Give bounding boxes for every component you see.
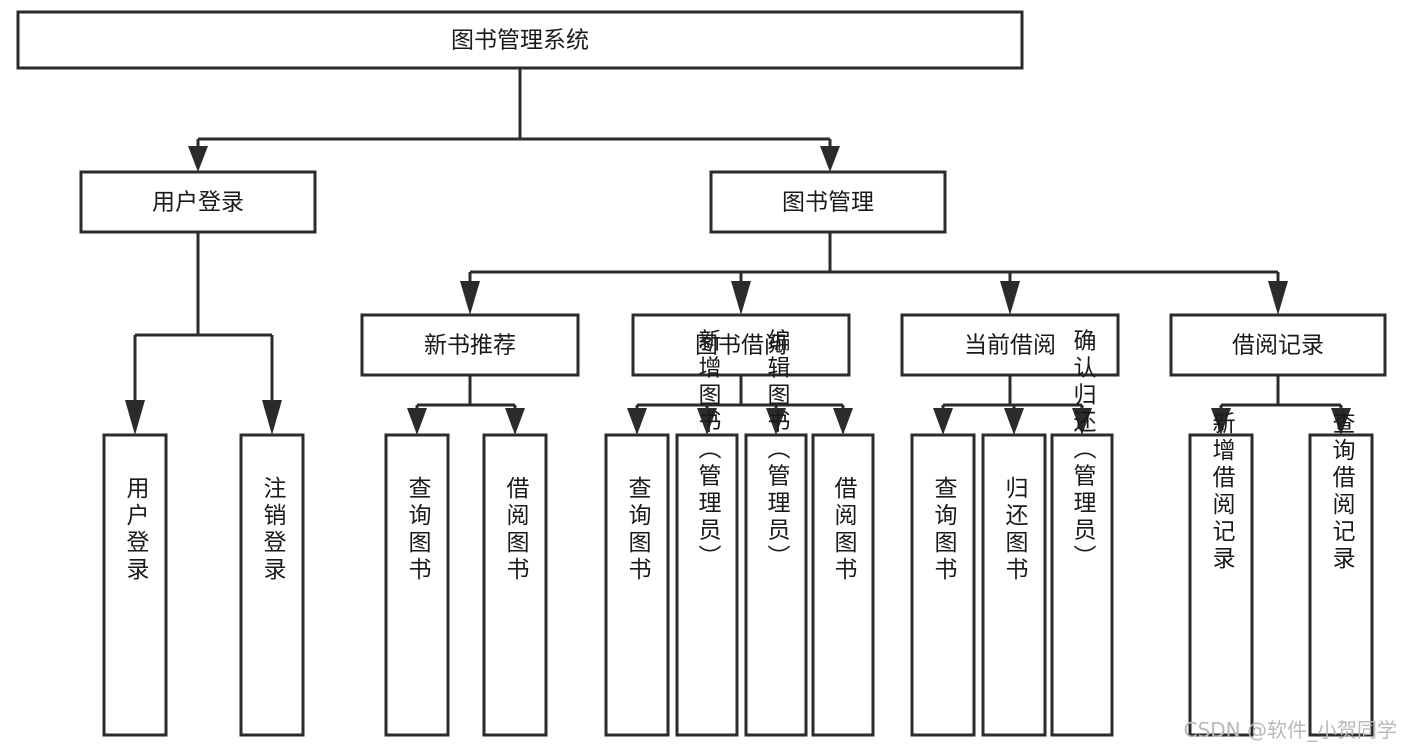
node-user-login-box[interactable] bbox=[79, 170, 317, 234]
node-user-login-label: 用户登录 bbox=[152, 190, 244, 216]
arrow-head-icon-leaf-5 bbox=[697, 408, 717, 435]
arrow-head-icon-leaf-2 bbox=[407, 408, 427, 435]
edge-group bbox=[125, 68, 1351, 435]
leaf-node-confirm-return-admin-box[interactable] bbox=[1050, 433, 1114, 737]
leaf-node-query-book-borrow-label: 查询图书 bbox=[624, 476, 652, 584]
leaf-node-logout-label: 注销登录 bbox=[259, 476, 287, 584]
leaf-node-return-book-label: 归还图书 bbox=[1001, 476, 1029, 584]
arrow-head-icon-leaf-3 bbox=[505, 408, 525, 435]
leaf-node-return-book-box[interactable] bbox=[981, 433, 1047, 737]
arrow-head-icon-leaf-7 bbox=[833, 408, 853, 435]
leaf-node-query-book-borrow-box[interactable] bbox=[604, 433, 670, 737]
csdn-watermark: CSDN @软件_小贺同学 bbox=[1183, 718, 1397, 742]
leaf-node-query-book-borrow[interactable]: 查询图书 bbox=[604, 433, 670, 737]
leaf-node-logout-box[interactable] bbox=[239, 433, 305, 737]
node-book-management[interactable]: 图书管理 bbox=[709, 170, 947, 234]
node-borrow-record-box[interactable] bbox=[1169, 313, 1387, 377]
arrow-head-icon-leaf-9 bbox=[1004, 408, 1024, 435]
leaf-node-add-book-admin-box[interactable] bbox=[675, 433, 739, 737]
node-root-box[interactable] bbox=[16, 10, 1024, 70]
node-current-borrow[interactable]: 当前借阅 bbox=[900, 313, 1120, 377]
leaf-node-user-login-label: 用户登录 bbox=[122, 476, 150, 584]
node-book-management-box[interactable] bbox=[709, 170, 947, 234]
leaf-node-query-borrow-record-label: 查询借阅记录 bbox=[1328, 411, 1356, 573]
node-user-login[interactable]: 用户登录 bbox=[79, 170, 317, 234]
arrow-head-icon-leaf-8 bbox=[933, 408, 953, 435]
leaf-node-edit-book-admin[interactable]: 编辑图书（管理员） bbox=[744, 329, 808, 737]
leaf-node-add-borrow-record-box[interactable] bbox=[1188, 433, 1254, 737]
arrow-head-icon-leaf-6 bbox=[766, 408, 786, 435]
leaf-node-add-book-admin-label: 新增图书（管理员） bbox=[694, 329, 722, 572]
leaf-node-add-borrow-record[interactable]: 新增借阅记录 bbox=[1188, 411, 1254, 737]
node-book-borrow[interactable]: 图书借阅 bbox=[631, 313, 851, 377]
arrow-head-icon-book-mgmt bbox=[820, 146, 840, 172]
arrow-head-icon-leaf-12 bbox=[1331, 408, 1351, 435]
node-root-label: 图书管理系统 bbox=[451, 28, 589, 54]
node-root[interactable]: 图书管理系统 bbox=[16, 10, 1024, 70]
node-new-book-recommend[interactable]: 新书推荐 bbox=[360, 313, 580, 377]
leaf-node-query-book-newbook[interactable]: 查询图书 bbox=[384, 433, 450, 737]
leaf-node-query-book-newbook-box[interactable] bbox=[384, 433, 450, 737]
leaf-node-query-borrow-record-box[interactable] bbox=[1308, 433, 1374, 737]
arrow-head-icon-borrow bbox=[731, 281, 751, 315]
leaf-node-borrow-book-label: 借阅图书 bbox=[830, 476, 858, 584]
leaf-node-query-book-current-label: 查询图书 bbox=[930, 476, 958, 584]
node-borrow-record-label: 借阅记录 bbox=[1232, 333, 1324, 359]
leaf-node-borrow-book-newbook-label: 借阅图书 bbox=[502, 476, 530, 584]
arrow-head-icon-newbook bbox=[460, 281, 480, 315]
leaf-node-query-book-current[interactable]: 查询图书 bbox=[910, 433, 976, 737]
node-borrow-record[interactable]: 借阅记录 bbox=[1169, 313, 1387, 377]
arrow-head-icon-leaf-1 bbox=[262, 400, 282, 435]
node-book-borrow-box[interactable] bbox=[631, 313, 851, 377]
leaf-node-user-login-box[interactable] bbox=[102, 433, 168, 737]
arrow-head-icon-leaf-10 bbox=[1072, 408, 1092, 435]
arrow-head-icon-current bbox=[1000, 281, 1020, 315]
leaf-node-confirm-return-admin[interactable]: 确认归还（管理员） bbox=[1050, 329, 1114, 737]
node-book-borrow-label: 图书借阅 bbox=[695, 333, 787, 359]
arrow-head-icon-user-login bbox=[188, 146, 208, 172]
leaf-node-edit-book-admin-box[interactable] bbox=[744, 433, 808, 737]
leaf-node-borrow-book-newbook-box[interactable] bbox=[482, 433, 548, 737]
leaf-node-edit-book-admin-label: 编辑图书（管理员） bbox=[763, 329, 791, 572]
arrow-head-icon-leaf-0 bbox=[125, 400, 145, 435]
leaf-node-add-book-admin[interactable]: 新增图书（管理员） bbox=[675, 329, 739, 737]
arrow-head-icon-leaf-4 bbox=[627, 408, 647, 435]
leaf-node-query-borrow-record[interactable]: 查询借阅记录 bbox=[1308, 411, 1374, 737]
node-current-borrow-label: 当前借阅 bbox=[964, 333, 1056, 359]
node-book-management-label: 图书管理 bbox=[782, 190, 874, 216]
leaf-node-add-borrow-record-label: 新增借阅记录 bbox=[1208, 411, 1236, 573]
node-new-book-recommend-label: 新书推荐 bbox=[424, 333, 516, 359]
node-new-book-recommend-box[interactable] bbox=[360, 313, 580, 377]
leaf-node-logout[interactable]: 注销登录 bbox=[239, 433, 305, 737]
leaf-node-borrow-book[interactable]: 借阅图书 bbox=[811, 433, 875, 737]
leaf-node-query-book-current-box[interactable] bbox=[910, 433, 976, 737]
arrow-head-icon-record bbox=[1268, 281, 1288, 315]
node-current-borrow-box[interactable] bbox=[900, 313, 1120, 377]
arrow-head-icon-leaf-11 bbox=[1211, 408, 1231, 435]
leaf-node-return-book[interactable]: 归还图书 bbox=[981, 433, 1047, 737]
leaf-node-confirm-return-admin-label: 确认归还（管理员） bbox=[1069, 329, 1097, 572]
leaf-node-user-login[interactable]: 用户登录 bbox=[102, 433, 168, 737]
leaf-node-borrow-book-box[interactable] bbox=[811, 433, 875, 737]
leaf-node-borrow-book-newbook[interactable]: 借阅图书 bbox=[482, 433, 548, 737]
leaf-node-query-book-newbook-label: 查询图书 bbox=[404, 476, 432, 584]
